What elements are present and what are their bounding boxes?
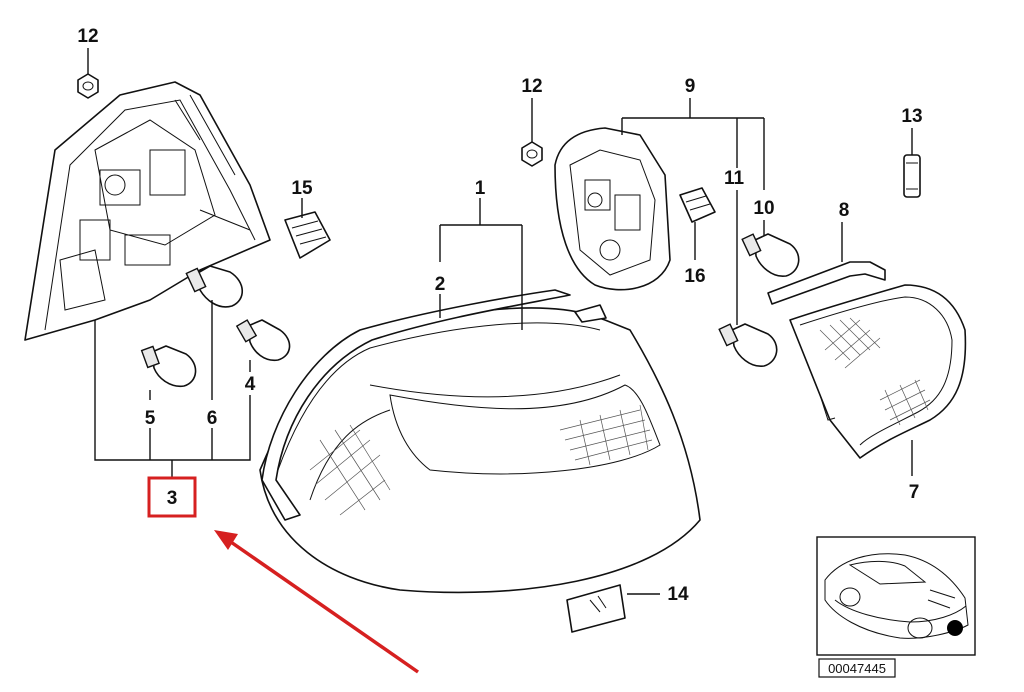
- diagram-id-box: 00047445: [818, 658, 896, 678]
- bulb-carrier-part: [24, 81, 271, 341]
- leader-lines: [87, 48, 913, 595]
- red-arrow: [214, 530, 419, 674]
- callout-3: 3: [167, 488, 178, 509]
- callout-15: 15: [291, 178, 313, 199]
- bulb-part-5: [140, 345, 197, 388]
- callout-labels: 12 15 6 4 5 1 2 12 9 11 10 16 13 8 7 14: [77, 26, 922, 605]
- callout-10: 10: [753, 198, 774, 219]
- nut-part-center: [521, 141, 543, 167]
- fuse-part-13: [903, 154, 921, 198]
- callout-9: 9: [685, 76, 696, 97]
- connector-part-16: [679, 187, 716, 223]
- bulb-part-4: [235, 319, 291, 362]
- callout-16: 16: [684, 266, 705, 287]
- bulb-part-11: [718, 323, 778, 367]
- callout-14: 14: [667, 584, 689, 605]
- connector-part-15: [284, 211, 331, 259]
- callout-7: 7: [909, 482, 920, 503]
- diagram-id: 00047445: [828, 661, 886, 676]
- callout-8: 8: [839, 200, 850, 221]
- callout-11: 11: [724, 168, 745, 189]
- nut-part-left: [77, 73, 99, 99]
- bulb-part-6: [185, 265, 244, 308]
- gasket-part-8: [767, 261, 886, 305]
- bulb-part-10: [741, 233, 800, 277]
- highlighted-callout-3: 3: [147, 476, 197, 518]
- callout-12-left: 12: [77, 26, 98, 47]
- callout-13: 13: [901, 106, 922, 127]
- callout-12-center: 12: [521, 76, 542, 97]
- callout-5: 5: [145, 408, 156, 429]
- callout-2: 2: [435, 274, 446, 295]
- inner-lamp-part-7: [789, 284, 967, 459]
- callout-1: 1: [475, 178, 486, 199]
- car-outline-icon: [824, 553, 969, 639]
- callout-4: 4: [245, 374, 256, 395]
- vehicle-locator-inset: [816, 536, 976, 656]
- group-3-bracket: [94, 300, 251, 478]
- locator-dot: [947, 620, 963, 636]
- bulb-holder-part-9: [554, 127, 671, 291]
- callout-6: 6: [207, 408, 218, 429]
- gasket-part-2: [261, 289, 607, 521]
- tail-lamp-part: [259, 307, 701, 594]
- seal-part-14: [566, 584, 626, 633]
- highlight-box: [147, 476, 197, 518]
